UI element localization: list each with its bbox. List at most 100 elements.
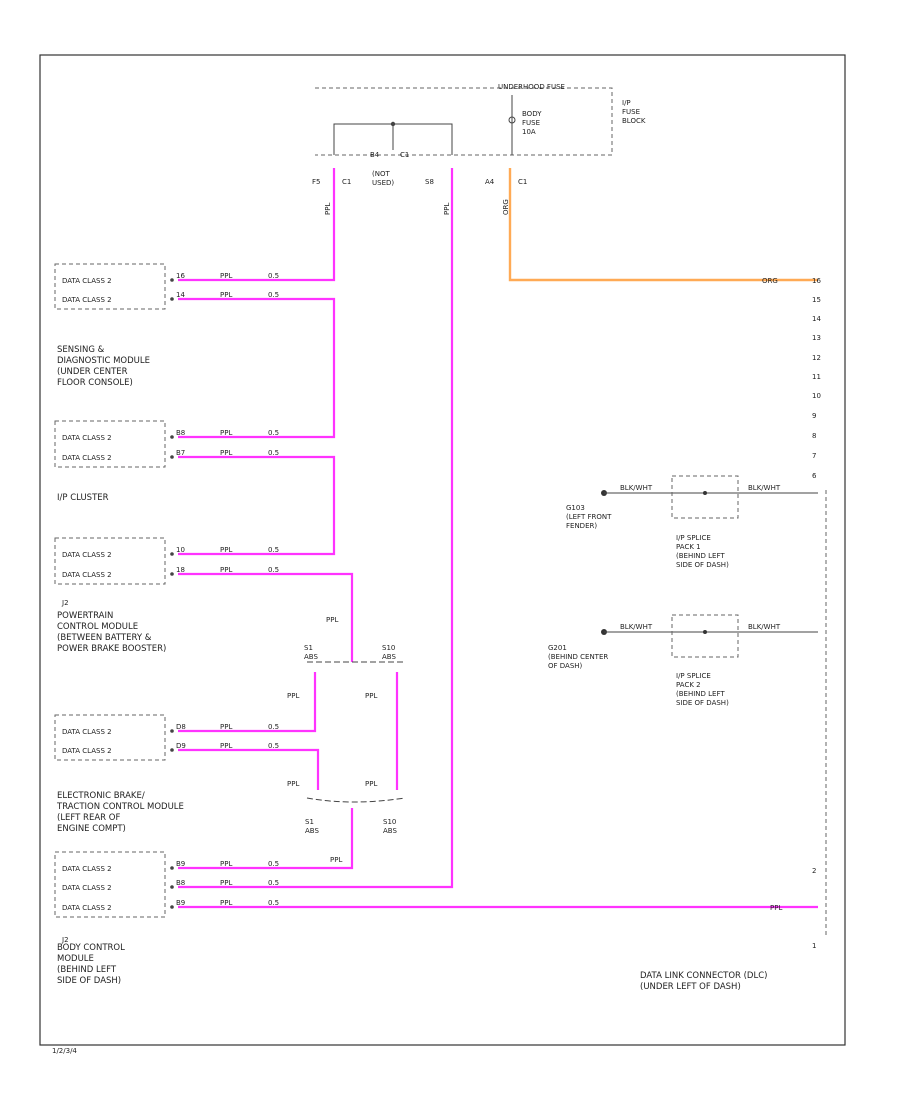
module-pcm-pin-0: 10 bbox=[176, 546, 185, 554]
dlc-caption: DATA LINK CONNECTOR (DLC)(UNDER LEFT OF … bbox=[640, 971, 767, 992]
abs-wire-ppl-1: PPL bbox=[326, 616, 338, 624]
module-sdm-wire-color-0: PPL bbox=[220, 272, 232, 280]
abs-wire-ppl-3: PPL bbox=[365, 692, 377, 700]
module-bcm-wire-color-0: PPL bbox=[220, 860, 232, 868]
module-sdm-row-1: DATA CLASS 2 bbox=[62, 296, 112, 304]
wire-code-3: ORG bbox=[502, 199, 510, 215]
module-cluster-box bbox=[54, 420, 166, 468]
module-pcm-row-0: DATA CLASS 2 bbox=[62, 551, 112, 559]
abs-wire-ppl-2: PPL bbox=[287, 692, 299, 700]
module-sdm-terminal-0 bbox=[170, 278, 174, 282]
module-cluster-wire-gauge-1: 0.5 bbox=[268, 449, 279, 457]
wires bbox=[178, 168, 818, 909]
dlc-pin-7: 7 bbox=[812, 452, 816, 460]
module-bcm-row-1: DATA CLASS 2 bbox=[62, 884, 112, 892]
module-bcm-pin-0: B9 bbox=[176, 860, 185, 868]
module-pcm-wire-gauge-0: 0.5 bbox=[268, 546, 279, 554]
module-bcm-pin-2: B9 bbox=[176, 899, 185, 907]
module-bcm-row-0: DATA CLASS 2 bbox=[62, 865, 112, 873]
fuse-pin-c1: C1 bbox=[342, 178, 351, 186]
module-cluster-terminal-1 bbox=[170, 455, 174, 459]
module-pcm-connector: J2 bbox=[61, 599, 69, 607]
fuse-pin-c1-b: C1 bbox=[518, 178, 527, 186]
module-ebcm-wire-gauge-0: 0.5 bbox=[268, 723, 279, 731]
module-sdm-terminal-1 bbox=[170, 297, 174, 301]
fuse-pin-f5: F5 bbox=[312, 178, 320, 186]
footer-code: 1/2/3/4 bbox=[52, 1047, 77, 1055]
splice-pin-b4: B4 bbox=[370, 151, 380, 159]
module-ebcm-pin-1: D9 bbox=[176, 742, 186, 750]
module-pcm-wire-color-1: PPL bbox=[220, 566, 232, 574]
dlc-pin-12: 12 bbox=[812, 354, 821, 362]
diagram-frame bbox=[39, 54, 846, 1046]
dlc-pin-16: 16 bbox=[812, 277, 821, 285]
wire-abs-bcm bbox=[178, 808, 354, 870]
module-pcm-box bbox=[54, 537, 166, 585]
wire-sdm-cluster bbox=[178, 297, 336, 439]
wire-cluster-pcm bbox=[178, 455, 336, 556]
module-sdm-box bbox=[54, 263, 166, 310]
module-cluster-wire-color-0: PPL bbox=[220, 429, 232, 437]
module-bcm-connector: J2 bbox=[61, 936, 69, 944]
module-bcm-terminal-2 bbox=[170, 905, 174, 909]
dlc-pin-9: 9 bbox=[812, 412, 816, 420]
module-ebcm-wire-color-0: PPL bbox=[220, 723, 232, 731]
module-sdm-pin-1: 14 bbox=[176, 291, 185, 299]
dlc-wire-label: PPL bbox=[770, 904, 782, 912]
dlc-pin-2: 2 bbox=[812, 867, 816, 875]
wire-ebcm-d9-abs bbox=[178, 748, 320, 790]
module-bcm-row-2: DATA CLASS 2 bbox=[62, 904, 112, 912]
fuse-pin-a4: A4 bbox=[485, 178, 495, 186]
module-pcm-wire-gauge-1: 0.5 bbox=[268, 566, 279, 574]
module-cluster-row-0: DATA CLASS 2 bbox=[62, 434, 112, 442]
module-sdm-pin-0: 16 bbox=[176, 272, 185, 280]
dlc-pin-6: 6 bbox=[812, 472, 817, 480]
dlc-pin-8: 8 bbox=[812, 432, 816, 440]
module-ebcm-row-0: DATA CLASS 2 bbox=[62, 728, 112, 736]
splice-pin-c1: C1 bbox=[400, 151, 409, 159]
module-ebcm-caption: ELECTRONIC BRAKE/TRACTION CONTROL MODULE… bbox=[56, 791, 184, 834]
module-ebcm-wire-gauge-1: 0.5 bbox=[268, 742, 279, 750]
module-sdm-wire-gauge-1: 0.5 bbox=[268, 291, 279, 299]
module-sdm-row-0: DATA CLASS 2 bbox=[62, 277, 112, 285]
wire-s8-bcm bbox=[178, 168, 454, 889]
module-pcm-wire-color-0: PPL bbox=[220, 546, 232, 554]
module-cluster-pin-1: B7 bbox=[176, 449, 185, 457]
ground-g201-wire-right: BLK/WHT bbox=[748, 623, 781, 631]
dlc-pin-10: 10 bbox=[812, 392, 821, 400]
module-pcm-pin-1: 18 bbox=[176, 566, 185, 574]
module-pcm-terminal-0 bbox=[170, 552, 174, 556]
ground-g201-wire: BLK/WHT bbox=[620, 623, 653, 631]
module-ebcm-pin-0: D8 bbox=[176, 723, 186, 731]
module-cluster-wire-gauge-0: 0.5 bbox=[268, 429, 279, 437]
module-ebcm-terminal-1 bbox=[170, 748, 174, 752]
fuse-pin-s8: S8 bbox=[425, 178, 434, 186]
dlc-pin-15: 15 bbox=[812, 296, 821, 304]
module-ebcm-box bbox=[54, 714, 166, 761]
orange-power-wire bbox=[508, 168, 818, 282]
dlc-power-label: ORG bbox=[762, 277, 778, 285]
wire-pcm-abs bbox=[178, 572, 354, 662]
dlc-pin-14: 14 bbox=[812, 315, 821, 323]
abs-wire-ppl-6: PPL bbox=[330, 856, 342, 864]
module-bcm-pin-1: B8 bbox=[176, 879, 185, 887]
ground-g103-wire-right: BLK/WHT bbox=[748, 484, 781, 492]
fuse-symbol bbox=[508, 116, 516, 124]
module-pcm-row-1: DATA CLASS 2 bbox=[62, 571, 112, 579]
